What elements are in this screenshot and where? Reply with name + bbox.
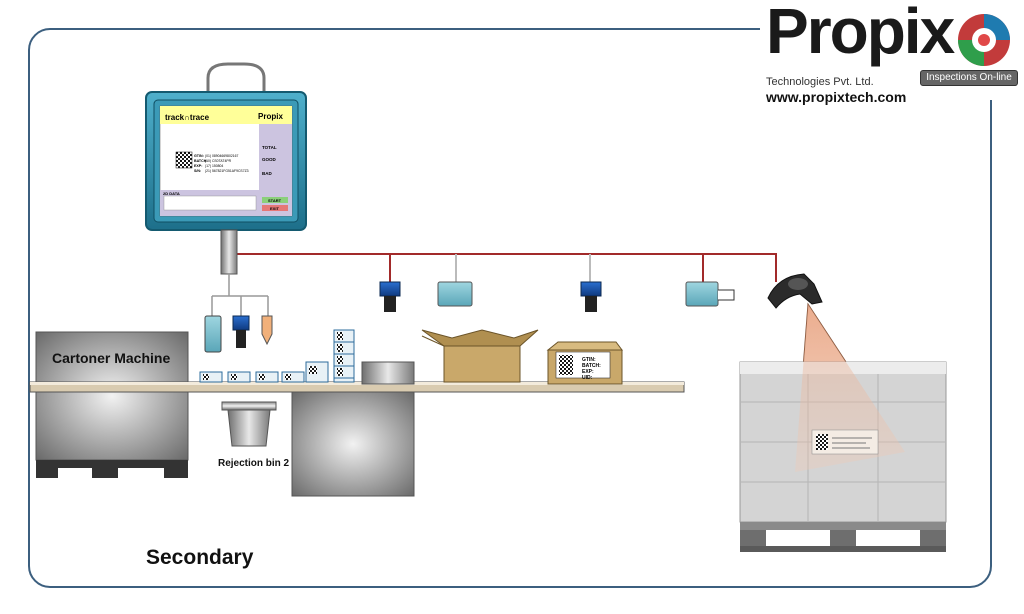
hmi-value-gtin: (01) 08904669802167 [205, 154, 238, 158]
monitor-pole [220, 229, 238, 275]
hmi-counter-bad: BAD [262, 171, 272, 176]
hmi-monitor [145, 62, 307, 231]
hmi-exit-button: EXIT [270, 206, 279, 211]
aggregation-top [361, 361, 415, 385]
aggregation-station [291, 391, 415, 497]
small-display [204, 315, 222, 353]
hmi-counter-good: GOOD [262, 157, 277, 162]
hmi-value-exp: (17) 150804 [205, 164, 223, 168]
box-label-batch: BATCH: [582, 363, 601, 369]
pallet-label [811, 429, 879, 455]
inspection-screen-1 [437, 281, 473, 307]
brand-logo-icon [958, 14, 1010, 66]
rejection-bin [221, 401, 277, 447]
camera-1 [379, 281, 401, 312]
hmi-field-gtin: GTIN: [194, 154, 204, 158]
hmi-field-sn: S/N: [194, 169, 201, 173]
box-label-exp: EXP: [582, 369, 594, 375]
box-label-uid: UID: [582, 375, 593, 381]
cartoner-label: Cartoner Machine [52, 350, 171, 366]
monitor-handle [206, 62, 266, 92]
hmi-field-exp: EXP: [194, 164, 202, 168]
page-title: Secondary [146, 546, 254, 569]
diagram-frame [28, 28, 992, 588]
network-lines [236, 253, 777, 282]
barcode-scanner [767, 273, 823, 309]
brand-logo-text: Propix [766, 0, 955, 67]
cartoner-machine [35, 331, 189, 478]
hmi-start-button: START [268, 198, 282, 203]
brand-company: Technologies Pvt. Ltd. [766, 76, 874, 88]
hmi-field-batch: BATCH: [194, 159, 208, 163]
printer-display [685, 281, 735, 307]
hmi-app-name: track∩trace [165, 113, 210, 122]
box-label-gtin: GTIN: [582, 357, 596, 363]
marker-pen [261, 315, 273, 346]
rejection-bin-label: Rejection bin 2 [218, 458, 290, 469]
hmi-brand: Propix [258, 112, 283, 121]
hmi-value-batch: (10) CS0TAT4PR [205, 159, 232, 163]
hmi-counter-total: TOTAL [262, 145, 277, 150]
labeled-shipper-box [546, 341, 623, 385]
camera-2 [580, 281, 602, 312]
cartons-row [199, 329, 355, 383]
hmi-value-sn: (21) 567821FG51AF9CS7Z3 [205, 169, 249, 173]
device-cables [455, 254, 591, 282]
brand-tagline-badge: Inspections On-line [920, 70, 1018, 86]
open-shipper-box [421, 329, 539, 383]
brand-website: www.propixtech.com [766, 89, 907, 105]
hmi-data-label: 2D DATA [163, 191, 180, 196]
